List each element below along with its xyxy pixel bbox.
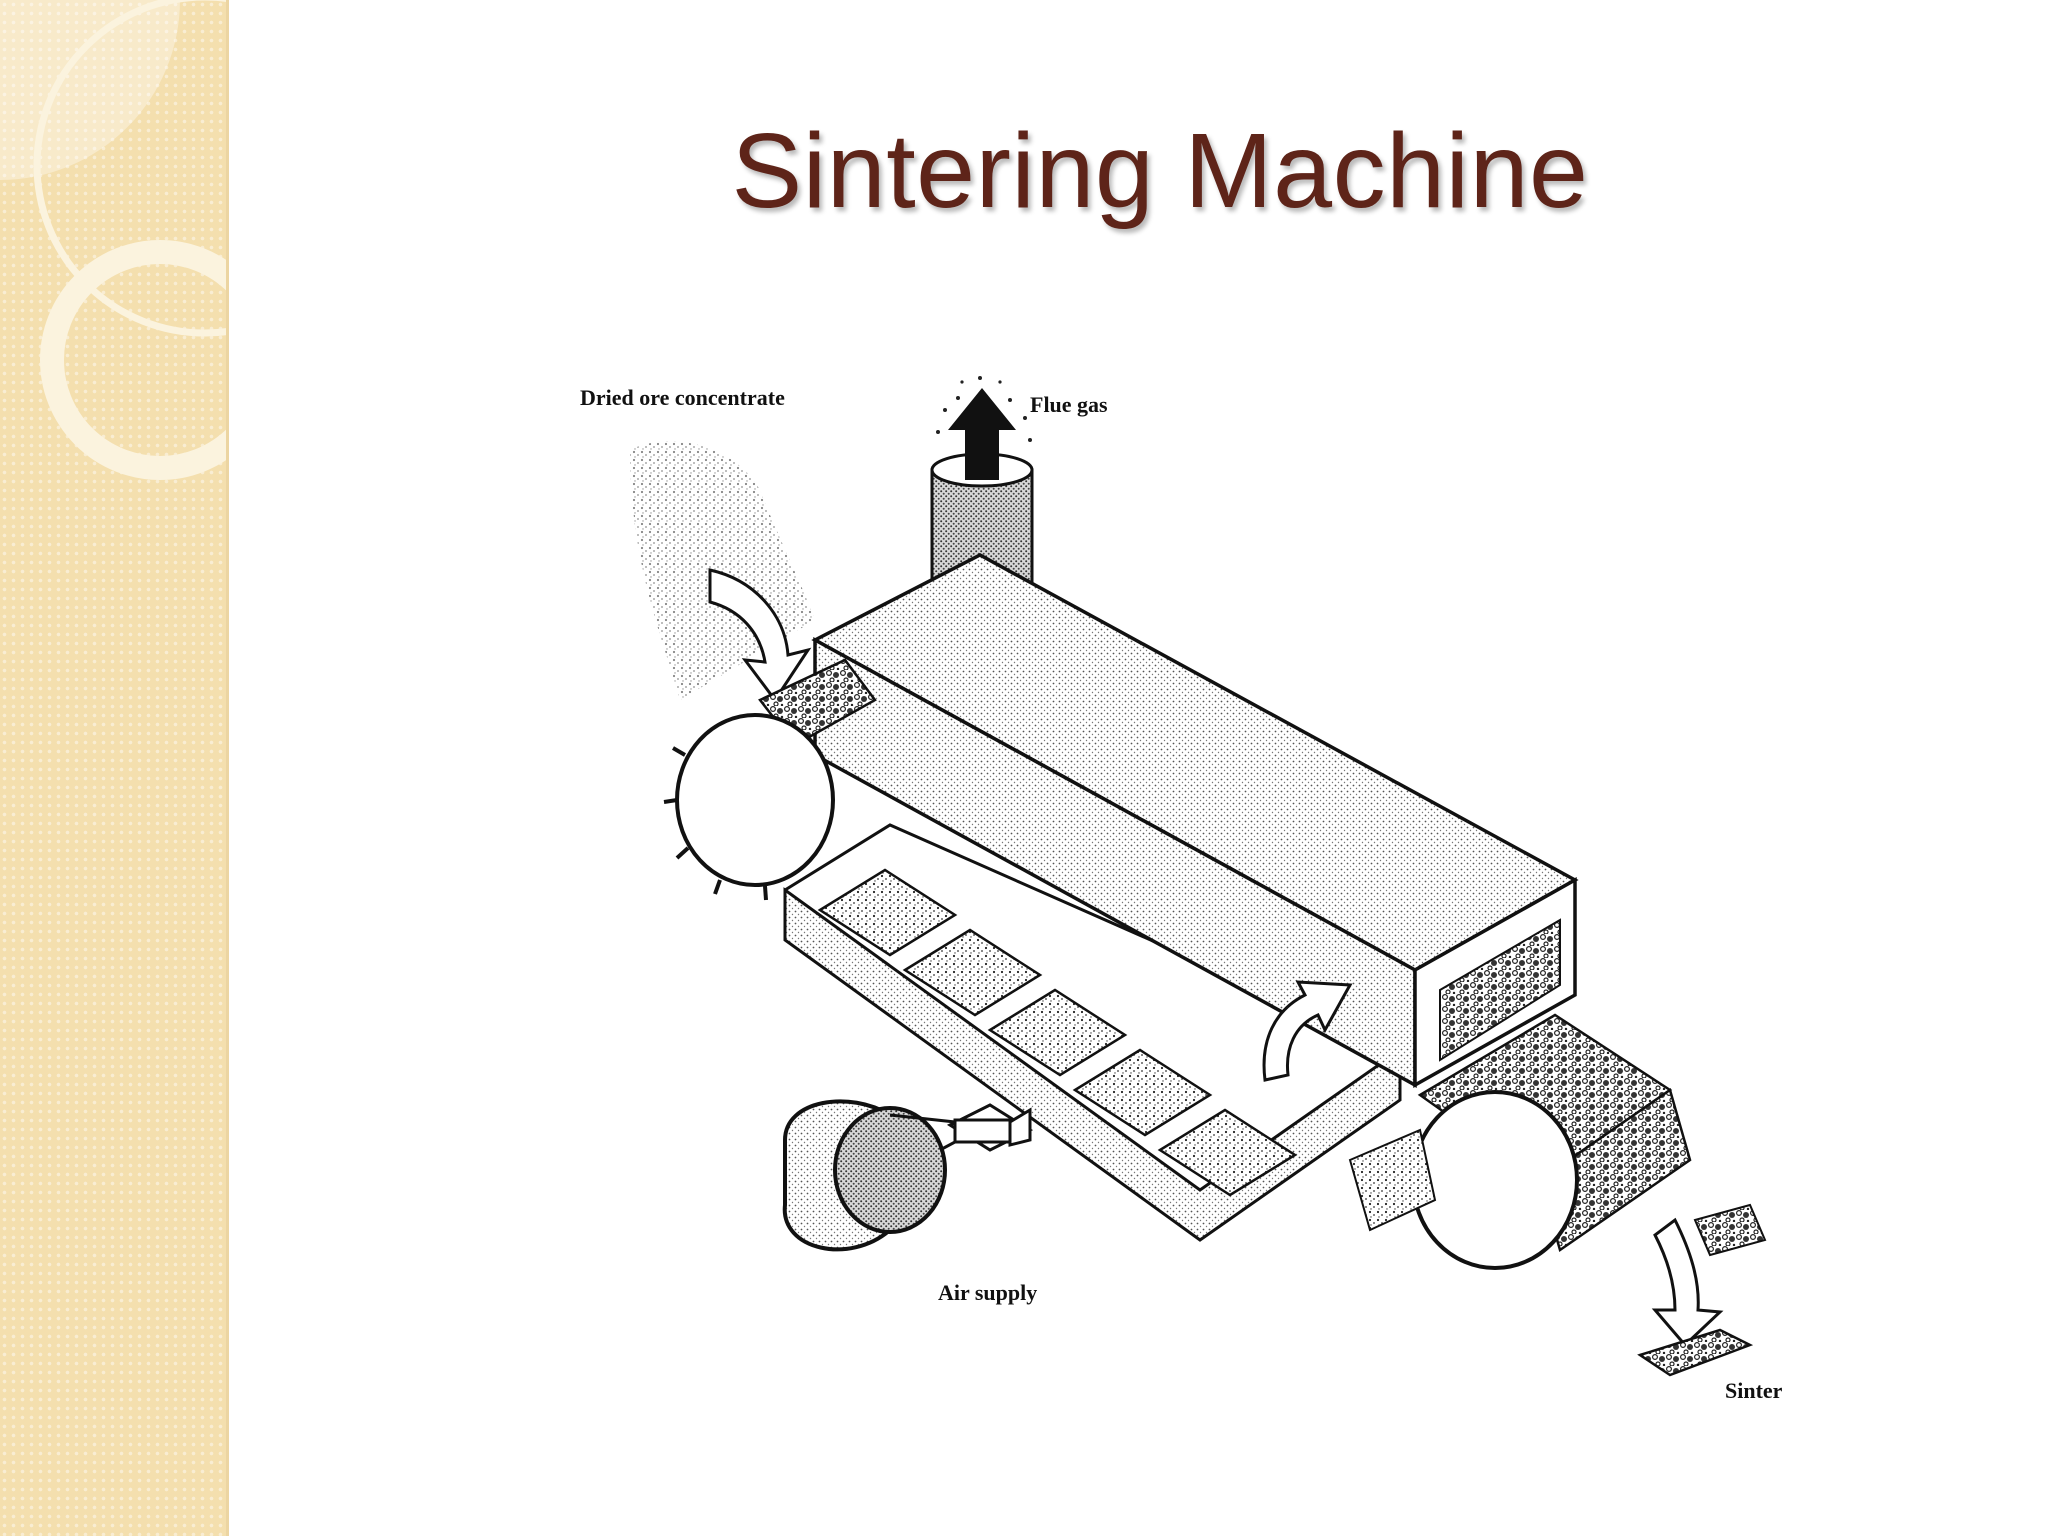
label-dried-ore-concentrate: Dried ore concentrate bbox=[580, 385, 785, 410]
sidebar-ring-small bbox=[40, 240, 228, 480]
sidebar-ring-large bbox=[33, 0, 228, 337]
sidebar-corner-arc bbox=[0, 0, 180, 180]
slide-title: Sintering Machine bbox=[731, 112, 1589, 230]
sintering-machine-illustration: Dried ore concentrate Flue gas Air suppl… bbox=[580, 376, 1783, 1403]
label-flue-gas: Flue gas bbox=[1030, 392, 1108, 417]
sintering-machine-diagram: Dried ore concentrate Flue gas Air suppl… bbox=[560, 370, 1820, 1425]
wind-box-trough bbox=[783, 823, 1402, 1242]
ignition-hood bbox=[811, 553, 1579, 1088]
sidebar-divider bbox=[226, 0, 229, 1536]
sidebar-rings bbox=[0, 0, 228, 480]
air-supply-fan bbox=[782, 1099, 1034, 1252]
discharge-end-drum bbox=[1348, 1013, 1692, 1270]
feed-end-drum bbox=[663, 658, 877, 901]
sinter-discharge bbox=[1637, 1203, 1767, 1377]
label-sinter: Sinter bbox=[1725, 1378, 1783, 1403]
hot-gas-arrow bbox=[1262, 980, 1353, 1082]
decorative-sidebar bbox=[0, 0, 228, 1536]
feed-arrow bbox=[708, 568, 812, 703]
label-air-supply: Air supply bbox=[938, 1280, 1037, 1305]
